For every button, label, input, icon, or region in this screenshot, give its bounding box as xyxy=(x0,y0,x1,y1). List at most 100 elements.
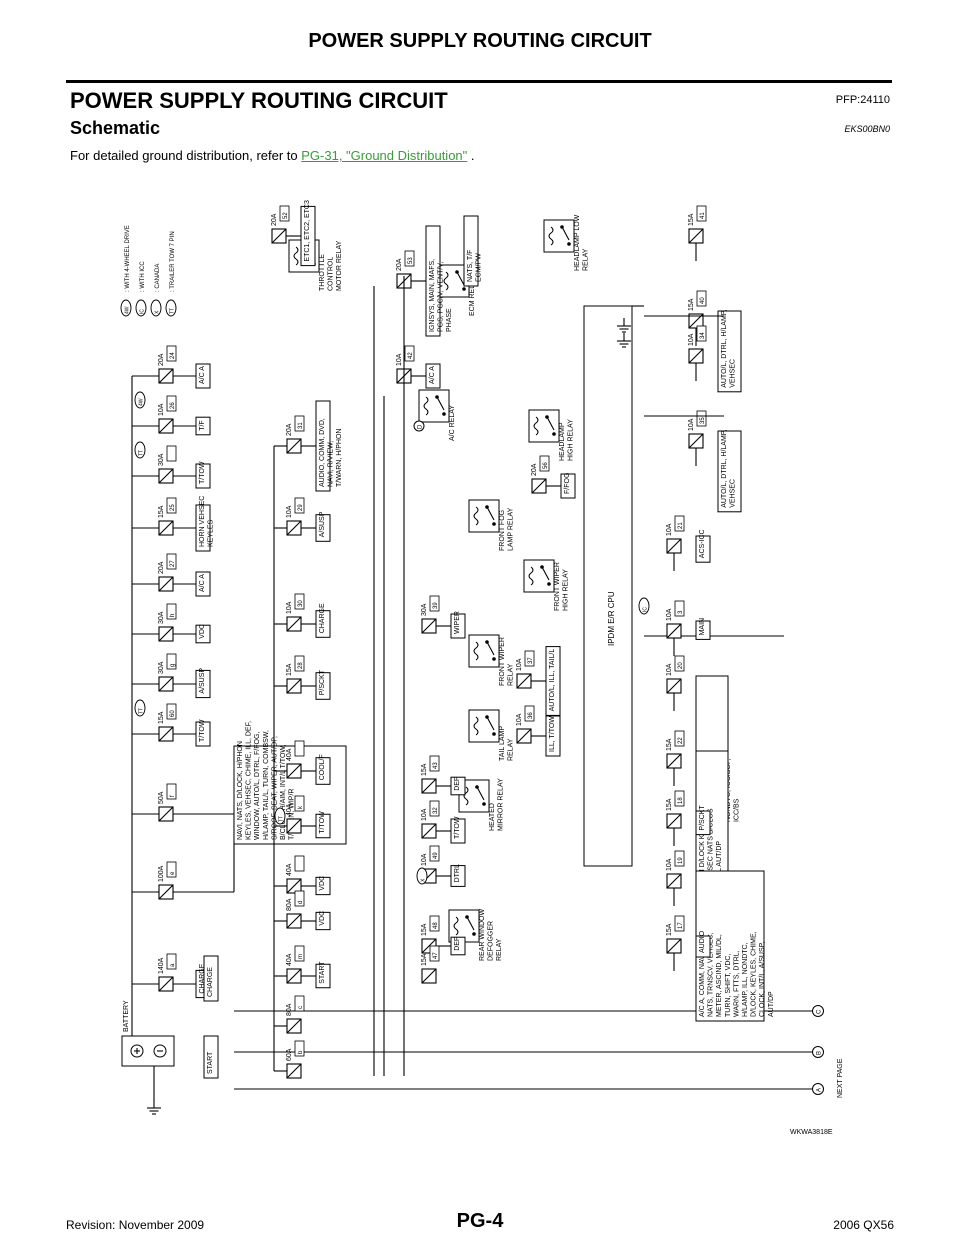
group1-fuse-5-id: 27 xyxy=(170,560,176,567)
group2-fuse-9-id: m xyxy=(298,954,304,959)
group2-fuse-10-id: c xyxy=(298,1006,304,1009)
relay-fuse-12-id-box xyxy=(429,945,440,962)
right-fuse-11-slash xyxy=(666,938,682,954)
group1-fuse-7-id-box xyxy=(166,653,177,670)
legend-symbol-4 xyxy=(165,299,177,317)
d-marker-label: D xyxy=(418,424,424,429)
next-page-point-a xyxy=(812,1083,824,1095)
right-fuse-9-id: 18 xyxy=(678,797,684,804)
relay-10-coil xyxy=(463,786,469,806)
battery-plus xyxy=(130,1044,144,1058)
ground-distribution-link[interactable]: PG-31, "Ground Distribution" xyxy=(301,148,468,163)
big-load-text-text: H/LAMP, TAIL/L, TURN, COMBSW, xyxy=(263,730,270,840)
legend-symbol-4-text: TT xyxy=(169,308,175,314)
right-fuse-10-amp: 10A xyxy=(666,858,673,871)
group2-fuse-4-slash xyxy=(286,678,302,694)
relay-fuse-8-amp: 15A xyxy=(421,763,428,776)
right-fuse-5-id-box xyxy=(674,515,685,532)
group1-fuse-4-amp: 15A xyxy=(158,505,165,518)
relay-fuse-10-amp: 10A xyxy=(421,853,428,866)
group1-load-3-box xyxy=(195,463,211,489)
right-fuse-1-amp: 15A xyxy=(688,213,695,226)
relay-name-3: RELAY xyxy=(583,248,590,271)
relay-fuse-4-amp: 20A xyxy=(531,463,538,476)
relay-name-8: FRONT WIPER xyxy=(499,637,506,686)
group2-load-5-text: COOL/F xyxy=(319,754,326,780)
group1-fuse-1-id: 24 xyxy=(170,352,176,359)
group2-fuse-7-slash xyxy=(286,878,302,894)
group1-fuse-5-amp: 20A xyxy=(158,561,165,574)
group1-fuse-10-slash xyxy=(158,884,174,900)
group2-load-5-box xyxy=(315,757,331,785)
relay-8-contact2 xyxy=(492,657,496,661)
right-load-9-text: P/SCKT xyxy=(699,805,706,831)
group2-load-8-box xyxy=(315,911,331,931)
relay-name-9: RELAY xyxy=(508,738,515,761)
right-cond-ic xyxy=(638,597,650,615)
relay-6-contact2 xyxy=(492,522,496,526)
group2-fuse-10-slash xyxy=(286,1018,302,1034)
relay-name-6: FRONT FOG xyxy=(499,510,506,551)
right-fuse-9-amp: 15A xyxy=(666,798,673,811)
right-fuse-10-slash xyxy=(666,873,682,889)
group1-load-6-text: VDC xyxy=(199,624,206,639)
group1-fuse-9-amp: 50A xyxy=(158,791,165,804)
group2-fuse-5-slash xyxy=(286,763,302,779)
footer-revision: Revision: November 2009 xyxy=(66,1218,205,1232)
group2-fuse-9-amp: 40A xyxy=(286,953,293,966)
group2-fuse-4-id-box xyxy=(294,655,305,672)
relay-8-coil xyxy=(473,641,479,661)
relay-7-contact xyxy=(540,565,544,569)
right-fuse-9-slash xyxy=(666,813,682,829)
start-load-text: START xyxy=(207,1051,214,1074)
right-fuse-8-id: 22 xyxy=(678,737,684,744)
relay-11-contact xyxy=(465,915,469,919)
group2-load-3-text: CHARGE xyxy=(319,603,326,633)
relay-2-coil xyxy=(443,271,449,291)
group2-fuse-4-amp: 15A xyxy=(286,663,293,676)
subsection-title: Schematic xyxy=(70,118,161,138)
right-load-8-text: INT/L AUT/DP xyxy=(716,841,723,885)
relay-fuse-5-id: 39 xyxy=(433,602,439,609)
right-fuse-3-slash xyxy=(688,348,704,364)
group1-fuse-11-id: a xyxy=(170,963,176,967)
relay-fuse-2-amp: 20A xyxy=(396,258,403,271)
footer-model: 2006 QX56 xyxy=(833,1218,894,1232)
right-fuse-6-amp: 10A xyxy=(666,608,673,621)
group2-cond-tt-text: TT xyxy=(278,816,284,822)
footer-page-number: PG-4 xyxy=(456,1210,504,1232)
right-fuse-4-slash xyxy=(688,433,704,449)
group1-cond-3-text: TT xyxy=(138,450,144,456)
relay-name-11: REAR WINDOW xyxy=(479,909,486,962)
group1-cond-2 xyxy=(134,391,146,409)
subsection-code: EKS00BN0 xyxy=(844,124,890,134)
relay-fuse-4-id-box xyxy=(539,455,550,472)
group3-cond-x xyxy=(416,867,428,885)
relay-fuse-8-id: 43 xyxy=(433,762,439,769)
right-fuse-8-slash xyxy=(666,753,682,769)
relay-fuse-10-id-box xyxy=(429,845,440,862)
diagram-ref: WKWA3818E xyxy=(790,1129,833,1136)
nats-load-text: NATS, T/F xyxy=(467,250,474,282)
relay-fuse-load-2-text: IGNSYS, MAIN, MAFS, xyxy=(429,259,436,332)
group1-load-5-box xyxy=(195,571,211,597)
group1-load-2-text: T/F xyxy=(199,420,206,431)
group1-fuse-3-amp: 30A xyxy=(158,453,165,466)
group1-fuse-9-id: f xyxy=(170,795,176,797)
group1-fuse-2-amp: 10A xyxy=(158,403,165,416)
relay-6-switch xyxy=(486,506,495,521)
relay-name-1: MOTOR RELAY xyxy=(336,240,343,291)
right-load-10-text: A/C A, COMM, NAVI, xyxy=(699,951,706,1017)
relay-fuse-1-id: 52 xyxy=(283,212,289,219)
right-load-4-box xyxy=(717,430,742,513)
group2-fuse-1-id-box xyxy=(294,415,305,432)
group1-fuse-11-id-box xyxy=(166,953,177,970)
header-rule xyxy=(66,80,892,83)
big-load-text-text: KEYLES, VEHSEC, CHIME, ILL, DEF, xyxy=(246,721,253,840)
relay-name-1: CONTROL xyxy=(328,257,335,291)
charge-load-box xyxy=(203,955,219,1002)
big-load-text-text: S/ROOF, SEAT, WIPER, AUT/DP, xyxy=(271,736,278,840)
relay-fuse-7-id-box xyxy=(524,705,535,722)
group2-load-1-text: NAVI, R/VIEW, xyxy=(328,441,335,487)
group2-fuse-5-amp: 40A xyxy=(286,748,293,761)
